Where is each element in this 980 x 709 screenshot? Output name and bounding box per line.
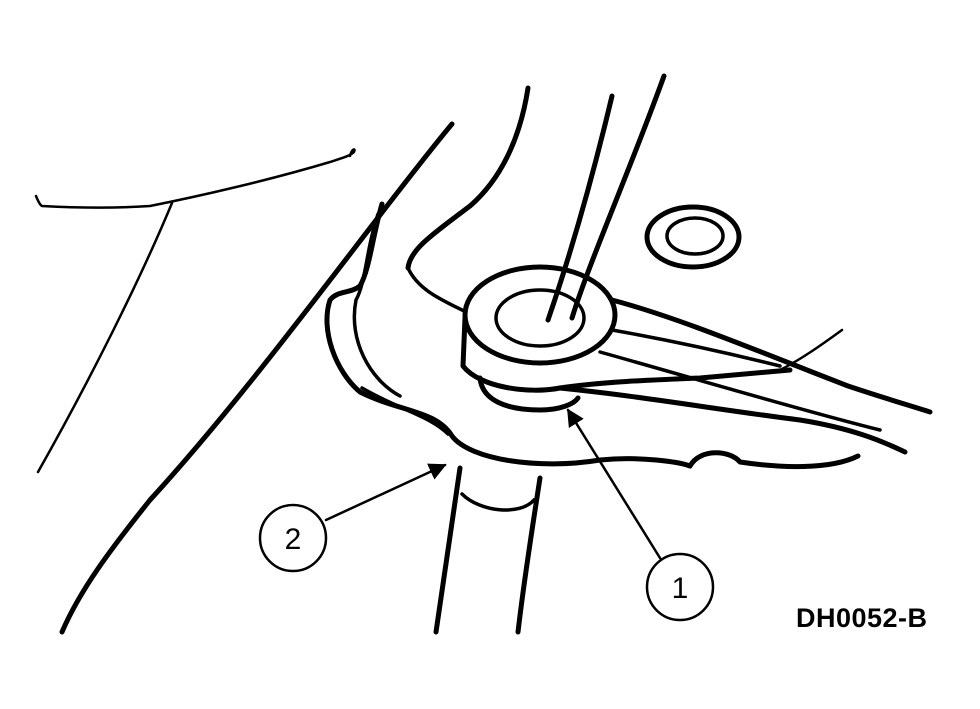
callout-2-label: 2	[285, 523, 302, 556]
brace-line	[778, 328, 844, 372]
mounting-bracket	[324, 201, 861, 470]
nut	[477, 375, 581, 413]
body-panel-outline	[34, 148, 356, 474]
shaft	[433, 465, 543, 635]
callout-2: 2	[258, 503, 328, 573]
wrench	[460, 264, 933, 455]
figure-id-label: DH0052-B	[796, 603, 928, 633]
callout-1: 1	[645, 552, 715, 622]
plug-cap	[644, 204, 742, 270]
callout-1-leader	[566, 408, 662, 560]
callout-1-label: 1	[672, 572, 689, 605]
callout-2-leader	[324, 463, 447, 522]
frame-rail	[59, 85, 531, 635]
cable	[545, 73, 667, 323]
